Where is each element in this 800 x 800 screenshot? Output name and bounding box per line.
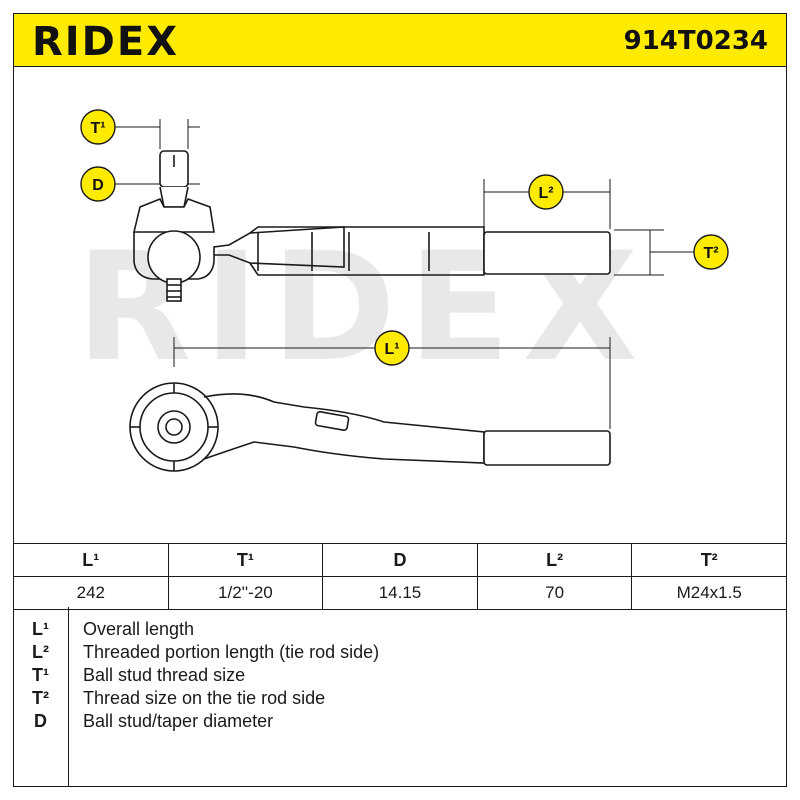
legend-symbol: L² — [32, 642, 49, 662]
svg-text:T¹: T¹ — [90, 120, 105, 137]
legend-description: Overall length — [83, 619, 195, 639]
legend-description: Thread size on the tie rod side — [83, 688, 326, 708]
spec-header: L¹ — [13, 543, 169, 577]
label-t2: T² — [693, 234, 729, 270]
spec-header-row: L¹ T¹ D L² T² — [13, 543, 787, 577]
label-l1: L¹ — [374, 330, 410, 366]
spec-value: 70 — [476, 576, 633, 610]
svg-text:T²: T² — [703, 245, 718, 262]
spec-value: 242 — [13, 576, 169, 610]
legend-item: T² Thread size on the tie rod side — [13, 688, 787, 711]
legend-item: T¹ Ball stud thread size — [13, 665, 787, 688]
side-view — [132, 150, 611, 302]
technical-drawing: RIDEX — [76, 109, 729, 472]
spec-header: L² — [476, 543, 633, 577]
legend-symbol: T² — [32, 688, 49, 708]
spec-table: L¹ T¹ D L² T² 242 1/2''-20 14.15 70 M24x… — [13, 543, 787, 610]
legend-description: Threaded portion length (tie rod side) — [83, 642, 380, 662]
brand-logo: RIDEX — [32, 19, 180, 65]
top-view — [129, 382, 611, 472]
legend-symbol: D — [34, 711, 47, 731]
svg-text:L¹: L¹ — [384, 341, 399, 358]
spec-header: T² — [631, 543, 787, 577]
header-bar: RIDEX 914T0234 — [13, 13, 787, 67]
spec-value: M24x1.5 — [631, 576, 787, 610]
legend-description: Ball stud/taper diameter — [83, 711, 274, 731]
spec-header: D — [322, 543, 478, 577]
svg-text:D: D — [92, 177, 104, 194]
part-number: 914T0234 — [623, 26, 768, 56]
spec-header: T¹ — [167, 543, 324, 577]
legend-item: L¹ Overall length — [13, 619, 787, 642]
spec-value: 14.15 — [322, 576, 478, 610]
spec-value: 1/2''-20 — [167, 576, 324, 610]
legend-divider — [68, 607, 69, 787]
label-t1: T¹ — [80, 109, 116, 145]
spec-value-row: 242 1/2''-20 14.15 70 M24x1.5 — [13, 576, 787, 610]
legend-symbol: L¹ — [32, 619, 49, 639]
label-d: D — [80, 166, 116, 202]
label-l2: L² — [528, 174, 564, 210]
legend: L¹ Overall length L² Threaded portion le… — [13, 607, 787, 787]
legend-description: Ball stud thread size — [83, 665, 246, 685]
legend-symbol: T¹ — [32, 665, 49, 685]
legend-item: D Ball stud/taper diameter — [13, 711, 787, 734]
svg-text:L²: L² — [538, 185, 553, 202]
legend-item: L² Threaded portion length (tie rod side… — [13, 642, 787, 665]
